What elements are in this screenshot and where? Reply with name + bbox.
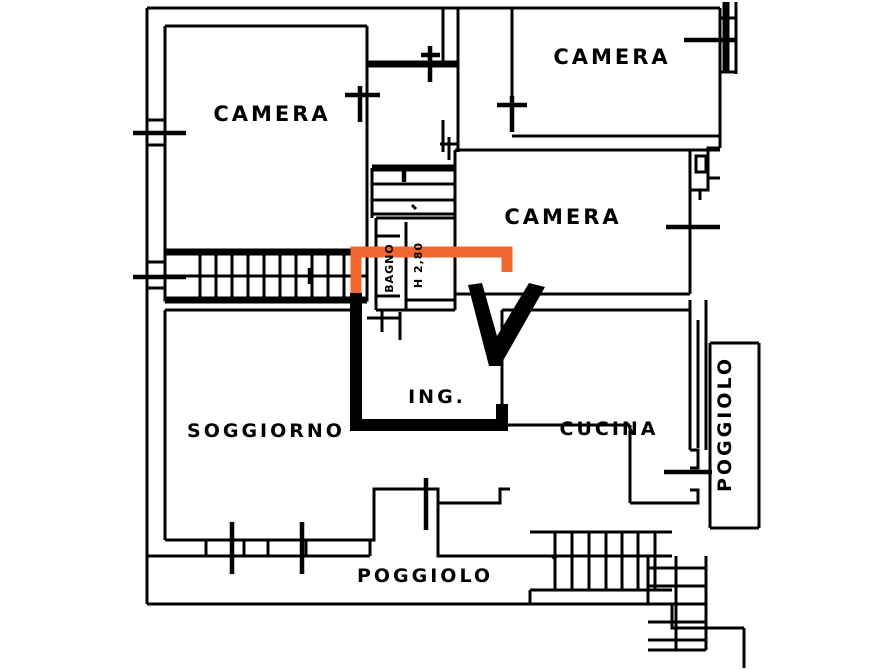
stair-hatch-upper xyxy=(163,248,369,304)
small-labels: BAGNO H 2,80 xyxy=(383,242,425,293)
interior-walls-upper xyxy=(345,8,527,152)
room-label-ingresso: ING. xyxy=(408,386,466,408)
black-bracket-annotation xyxy=(350,293,508,431)
room-label-cucina: CUCINA xyxy=(560,418,659,440)
room-outline-camera-3 xyxy=(440,137,720,310)
black-vee-annotation xyxy=(468,283,545,366)
outer-walls xyxy=(145,6,744,630)
label-bagno: BAGNO xyxy=(383,243,396,292)
room-outline-bagno xyxy=(367,216,455,340)
room-label-soggiorno: SOGGIORNO xyxy=(187,420,345,442)
room-labels: CAMERA CAMERA CAMERA SOGGIORNO ING. CUCI… xyxy=(187,45,736,587)
room-label-poggiolo-right: POGGIOLO xyxy=(714,356,736,492)
room-outline-camera-2 xyxy=(458,2,738,148)
room-label-camera-3: CAMERA xyxy=(504,205,621,229)
room-outline-poggiolo-bottom xyxy=(147,478,672,574)
room-label-camera-2: CAMERA xyxy=(553,45,670,69)
label-ceiling-height: H 2,80 xyxy=(412,242,425,288)
room-label-camera-1: CAMERA xyxy=(213,102,330,126)
room-outline-cucina xyxy=(498,300,712,505)
room-label-poggiolo-bottom: POGGIOLO xyxy=(357,565,493,587)
room-outline-poggiolo-right xyxy=(696,300,761,530)
stair-hatch-lower xyxy=(528,530,746,668)
